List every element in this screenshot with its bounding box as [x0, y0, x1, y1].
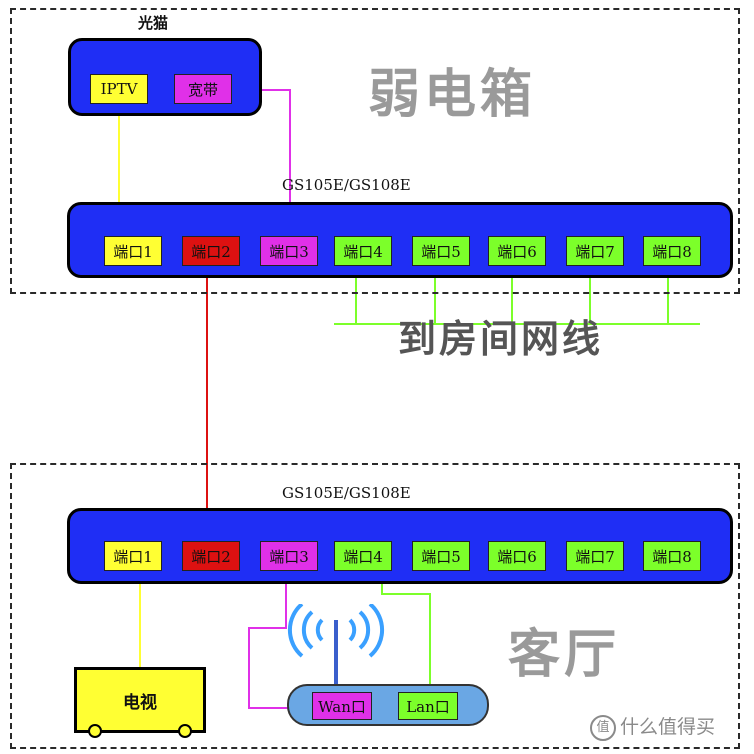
watermark: 值什么值得买	[590, 712, 715, 741]
switch-bottom-port-6: 端口6	[488, 541, 546, 571]
switch-top-port-8: 端口8	[643, 236, 701, 266]
tv-foot-left	[88, 724, 102, 738]
switch-top-port-2: 端口2	[182, 236, 240, 266]
switch-bottom-port-4: 端口4	[334, 541, 392, 571]
switch-bottom-model: GS105E/GS108E	[282, 484, 411, 502]
switch-top-port-3: 端口3	[260, 236, 318, 266]
switch-bottom	[67, 508, 733, 584]
switch-top-model: GS105E/GS108E	[282, 176, 411, 194]
switch-top-port-7: 端口7	[566, 236, 624, 266]
weak-current-box-zone	[10, 8, 740, 294]
switch-top-port-1: 端口1	[104, 236, 162, 266]
wire-wan	[248, 570, 313, 709]
switch-bottom-port-5: 端口5	[412, 541, 470, 571]
modem-port-broadband: 宽带	[174, 74, 232, 104]
zone-title-bottom: 客厅	[508, 625, 621, 685]
switch-bottom-port-2: 端口2	[182, 541, 240, 571]
switch-top-port-6: 端口6	[488, 236, 546, 266]
room-cables-label: 到房间网线	[398, 317, 604, 361]
modem-port-iptv: IPTV	[90, 74, 148, 104]
switch-bottom-port-8: 端口8	[643, 541, 701, 571]
router-port-lan: Lan口	[398, 692, 458, 720]
tv-foot-right	[178, 724, 192, 738]
watermark-text: 什么值得买	[620, 716, 716, 738]
tv: 电视	[74, 667, 206, 733]
switch-bottom-port-1: 端口1	[104, 541, 162, 571]
switch-top-port-5: 端口5	[412, 236, 470, 266]
zone-title-top: 弱电箱	[368, 65, 537, 125]
modem-label: 光猫	[138, 14, 169, 32]
watermark-logo-icon: 值	[590, 714, 616, 741]
router-port-wan: Wan口	[312, 692, 372, 720]
switch-top	[67, 202, 733, 278]
wifi-icon	[287, 604, 385, 688]
switch-bottom-port-7: 端口7	[566, 541, 624, 571]
switch-top-port-4: 端口4	[334, 236, 392, 266]
living-room-zone	[10, 463, 740, 749]
switch-bottom-port-3: 端口3	[260, 541, 318, 571]
